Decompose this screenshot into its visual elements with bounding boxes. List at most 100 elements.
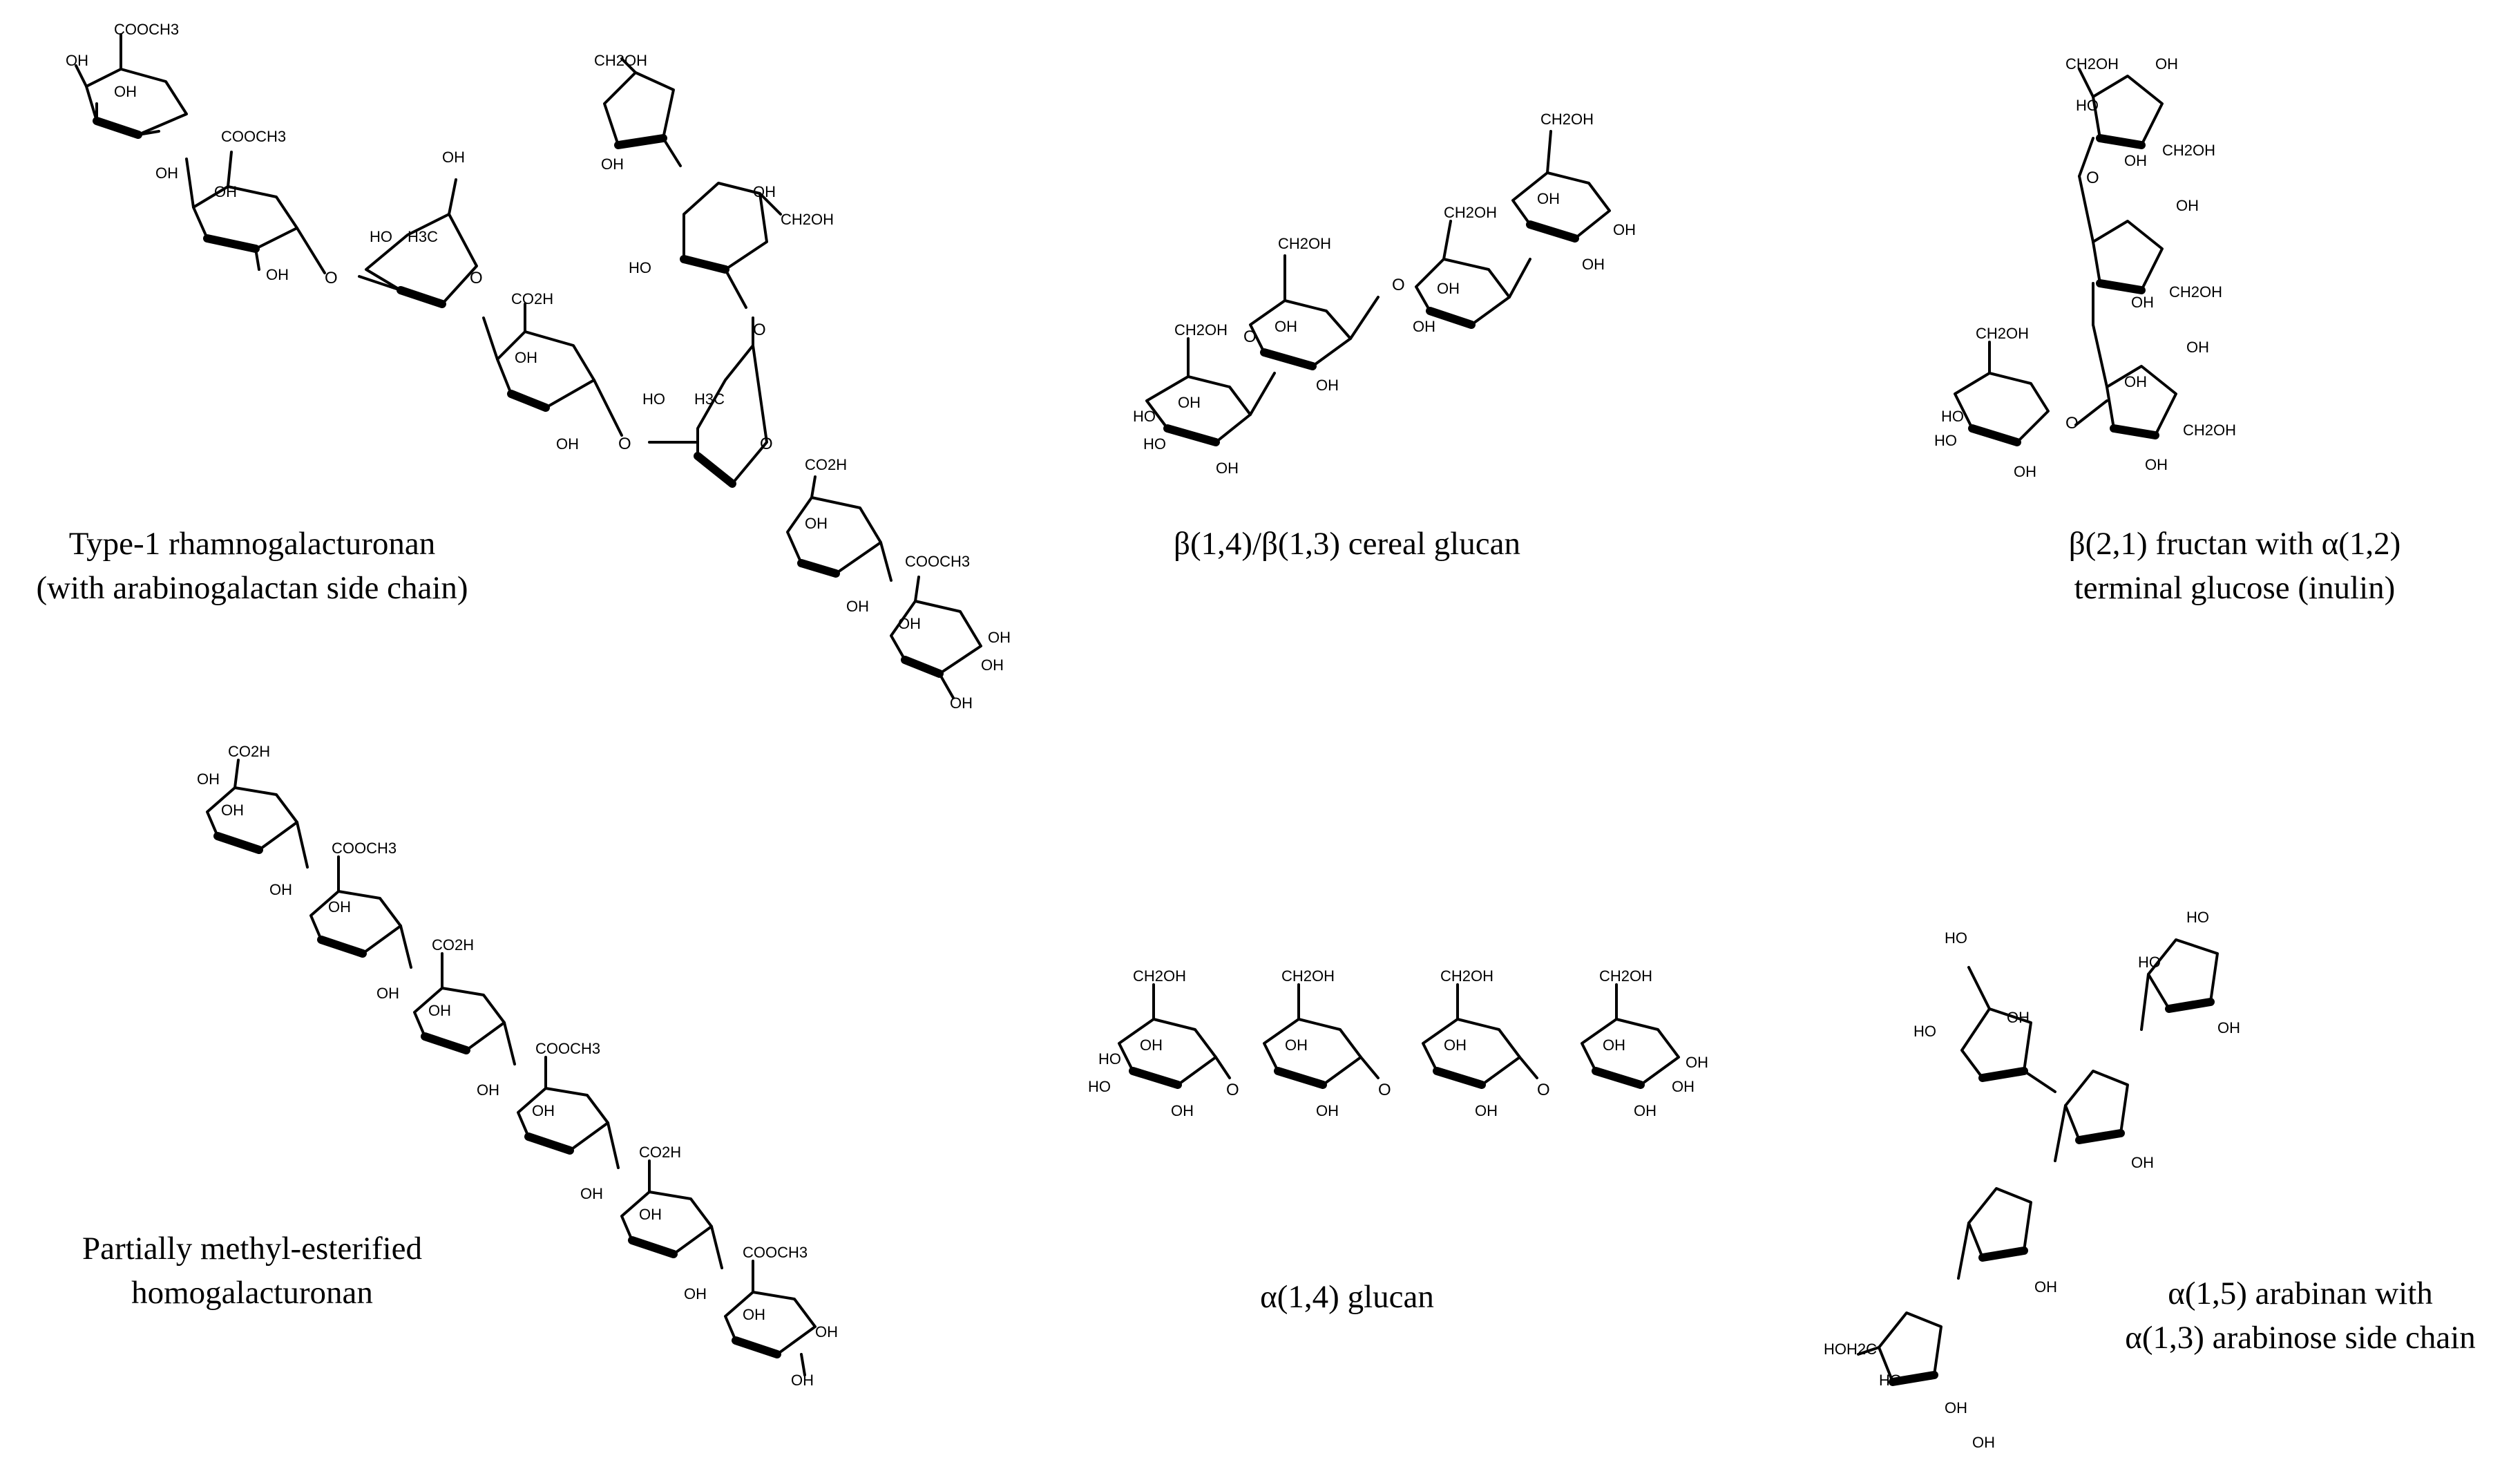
caption-line: Type-1 rhamnogalacturonan bbox=[68, 526, 436, 562]
label: OH bbox=[601, 155, 624, 173]
label: OH bbox=[1475, 1102, 1498, 1119]
label: CH2OH bbox=[2162, 142, 2215, 159]
structure-arabinan: HO HO OH HO HO OH OH OH HOH2C HO OH OH bbox=[1824, 909, 2240, 1451]
ring bbox=[482, 303, 623, 437]
label: CH2OH bbox=[1278, 235, 1331, 252]
caption-type1-rhamnogalacturonan: Type-1 rhamnogalacturonan (with arabinog… bbox=[0, 522, 504, 610]
structure-type1-rhamnogalacturonan: COOCH3 OH OH OH COOCH3 OH OH O OH HO H3C… bbox=[66, 21, 1011, 712]
structure-inulin: CH2OH OH HO OH CH2OH OH OH CH2OH O CH2OH… bbox=[1934, 55, 2236, 480]
label: OH bbox=[556, 435, 579, 453]
caption-line: β(2,1) fructan with α(1,2) bbox=[2068, 526, 2401, 562]
ring bbox=[185, 151, 326, 274]
ring bbox=[2078, 68, 2164, 178]
label: O bbox=[325, 269, 338, 287]
label: HO bbox=[370, 228, 392, 245]
ring bbox=[1954, 341, 2050, 446]
label: OH bbox=[2155, 55, 2178, 73]
label: HO bbox=[642, 390, 665, 408]
label: HO bbox=[2186, 909, 2209, 926]
caption-line: α(1,4) glucan bbox=[1260, 1279, 1434, 1315]
label: OH bbox=[66, 52, 88, 69]
label: HO bbox=[2138, 954, 2161, 971]
label: OH bbox=[805, 515, 828, 532]
label: OH bbox=[981, 656, 1004, 674]
ring bbox=[1960, 966, 2056, 1093]
label: CO2H bbox=[432, 936, 474, 954]
label: COOCH3 bbox=[332, 840, 397, 857]
label: OH bbox=[1316, 1102, 1339, 1119]
label: H3C bbox=[408, 228, 438, 245]
structure-homogalacturonan: CO2H OH OH OH COOCH3 OH OH CO2H OH OH CO… bbox=[197, 743, 838, 1389]
caption-inulin: β(2,1) fructan with α(1,2) terminal gluc… bbox=[1983, 522, 2487, 610]
ring bbox=[413, 952, 516, 1065]
label: CO2H bbox=[639, 1144, 681, 1161]
ring bbox=[1422, 983, 1538, 1089]
ring bbox=[1118, 983, 1231, 1089]
label: OH bbox=[2176, 197, 2199, 214]
label: OH bbox=[1178, 394, 1201, 411]
ring bbox=[648, 316, 768, 488]
ring bbox=[309, 855, 412, 969]
label: OH bbox=[2145, 456, 2168, 473]
label: O bbox=[2086, 169, 2099, 187]
label: CH2OH bbox=[1281, 967, 1335, 985]
label: CH2OH bbox=[1540, 111, 1594, 128]
label: O bbox=[1378, 1081, 1391, 1099]
ring bbox=[680, 182, 782, 309]
label: OH bbox=[2034, 1278, 2057, 1296]
caption-line: Partially methyl-esterified bbox=[82, 1231, 423, 1267]
label: OH bbox=[846, 598, 869, 615]
label: CH2OH bbox=[1444, 204, 1497, 221]
label: CH2OH bbox=[1440, 967, 1493, 985]
label: OH bbox=[2131, 294, 2154, 311]
label: OH bbox=[1537, 190, 1560, 207]
label: OH bbox=[639, 1206, 662, 1223]
label: CH2OH bbox=[2065, 55, 2119, 73]
label: CH2OH bbox=[1133, 967, 1186, 985]
ring bbox=[1581, 983, 1680, 1089]
label: CH2OH bbox=[1976, 325, 2029, 342]
label: OH bbox=[477, 1081, 499, 1099]
label: HO bbox=[629, 259, 651, 276]
label: HO bbox=[1098, 1050, 1121, 1068]
label: OH bbox=[1444, 1036, 1467, 1054]
label: O bbox=[470, 269, 483, 287]
label: CH2OH bbox=[1174, 321, 1228, 339]
label: OH bbox=[2217, 1019, 2240, 1036]
label: OH bbox=[1672, 1078, 1695, 1095]
label: HO bbox=[1934, 432, 1957, 449]
ring bbox=[517, 1056, 620, 1169]
caption-line: homogalacturonan bbox=[131, 1275, 373, 1311]
label: O bbox=[1243, 328, 1257, 346]
label: OH bbox=[1634, 1102, 1657, 1119]
label: CH2OH bbox=[2183, 421, 2236, 439]
label: OH bbox=[1275, 318, 1297, 335]
ring bbox=[1957, 1187, 2032, 1280]
label: HO bbox=[2076, 97, 2099, 114]
ring bbox=[1511, 130, 1611, 243]
label: OH bbox=[1316, 377, 1339, 394]
label: OH bbox=[1285, 1036, 1308, 1054]
caption-line: α(1,5) arabinan with bbox=[2168, 1276, 2433, 1311]
label: OH bbox=[1437, 280, 1460, 297]
label: OH bbox=[684, 1285, 707, 1302]
label: OH bbox=[221, 802, 244, 819]
label: HO bbox=[1913, 1023, 1936, 1040]
label: CO2H bbox=[511, 290, 553, 307]
label: OH bbox=[442, 149, 465, 166]
label: CO2H bbox=[805, 456, 847, 473]
ring bbox=[2140, 938, 2219, 1031]
label: OH bbox=[428, 1002, 451, 1019]
label: OH bbox=[515, 349, 537, 366]
label: OH bbox=[950, 694, 973, 712]
ring bbox=[890, 576, 982, 699]
caption-line: α(1,3) arabinose side chain bbox=[2125, 1320, 2476, 1356]
label: HO bbox=[1879, 1372, 1902, 1389]
ring bbox=[1249, 254, 1380, 370]
label: OH bbox=[197, 770, 220, 788]
label: O bbox=[1537, 1081, 1550, 1099]
label: HOH2C bbox=[1824, 1340, 1877, 1358]
label: O bbox=[1226, 1081, 1239, 1099]
label: HO bbox=[1088, 1078, 1111, 1095]
